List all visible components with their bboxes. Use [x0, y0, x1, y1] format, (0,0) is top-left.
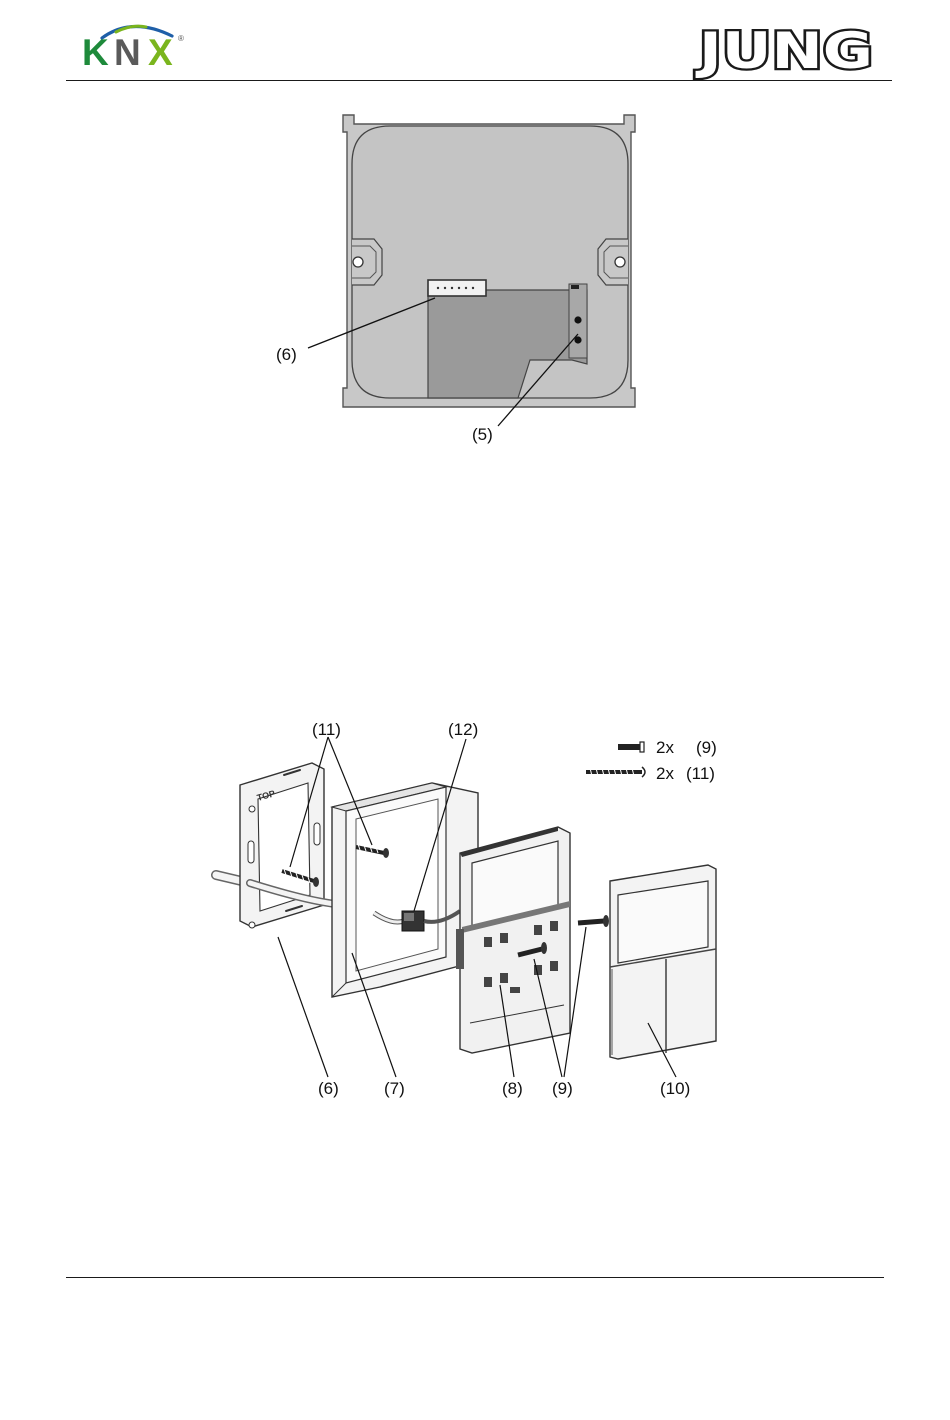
label-insert: (8) [502, 1080, 523, 1097]
long-screw-icon [586, 766, 652, 778]
knx-logo: K N X ® [80, 18, 190, 70]
label-screws-top: (11) [312, 721, 341, 738]
right-mounting-hole-icon [615, 257, 625, 267]
label-connector: (6) [276, 346, 297, 363]
connector-icon [428, 280, 486, 296]
knx-letter-n: N [114, 32, 142, 74]
registered-mark: ® [178, 34, 184, 43]
short-screw-icon [618, 741, 648, 753]
label-cover: (10) [660, 1080, 690, 1097]
rear-view-drawing [340, 112, 640, 412]
parts-qty-1: 2x [656, 739, 674, 756]
header-rule [66, 80, 892, 81]
label-module: (5) [472, 426, 493, 443]
jung-logo: JUNG [697, 24, 877, 74]
knx-letter-x: X [148, 32, 174, 74]
short-screw-icon [578, 915, 609, 927]
label-screws-bottom: (9) [552, 1080, 573, 1097]
footer-rule [66, 1277, 884, 1278]
parts-ref-1: (9) [696, 739, 717, 756]
cover [610, 865, 716, 1059]
insert [456, 827, 570, 1053]
label-cable: (12) [448, 721, 478, 738]
parts-ref-2: (11) [686, 765, 715, 782]
left-mounting-hole-icon [353, 257, 363, 267]
label-frame: (7) [384, 1080, 405, 1097]
label-support-ring: (6) [318, 1080, 339, 1097]
parts-qty-2: 2x [656, 765, 674, 782]
jung-logo-text: JUNG [695, 22, 873, 80]
knx-letter-k: K [82, 32, 110, 74]
